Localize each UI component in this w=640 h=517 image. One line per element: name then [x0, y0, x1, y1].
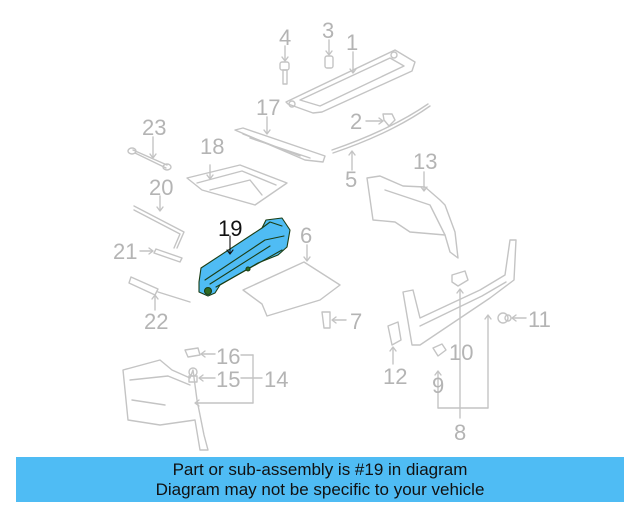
- callout-19[interactable]: 19: [218, 216, 243, 241]
- banner-line-part: Part or sub-assembly is #19 in diagram: [172, 459, 468, 479]
- callout-9[interactable]: 9: [432, 373, 445, 398]
- part-19-jack[interactable]: [198, 217, 291, 297]
- part-21-pin: [139, 247, 183, 263]
- part-8-sill: [402, 239, 517, 419]
- part-15-clip: [188, 367, 216, 383]
- callout-16[interactable]: 16: [216, 344, 241, 369]
- callout-8[interactable]: 8: [454, 420, 467, 445]
- part-3-clip: [324, 39, 334, 69]
- callout-2[interactable]: 2: [350, 109, 363, 134]
- callout-10[interactable]: 10: [449, 340, 474, 365]
- part-16-clip: [184, 347, 216, 358]
- callout-13[interactable]: 13: [413, 149, 438, 174]
- part-6-mat: [242, 244, 341, 317]
- part-17-panel: [234, 116, 326, 163]
- part-11-grommet: [497, 312, 527, 324]
- part-14-side-trim: [122, 354, 263, 451]
- callout-5[interactable]: 5: [345, 167, 358, 192]
- callout-12[interactable]: 12: [383, 364, 408, 389]
- part-1-shelf: [285, 49, 416, 114]
- part-12-cover: [387, 321, 402, 365]
- part-4-fastener: [279, 45, 290, 85]
- callout-7[interactable]: 7: [350, 309, 363, 334]
- callout-23[interactable]: 23: [142, 115, 167, 140]
- part-22-screwdriver: [128, 276, 191, 311]
- callout-20[interactable]: 20: [149, 175, 174, 200]
- callout-11[interactable]: 11: [528, 307, 551, 332]
- part-5-strip: [331, 103, 431, 171]
- info-banner: Part or sub-assembly is #19 in diagram D…: [16, 457, 624, 502]
- part-10-clip: [451, 270, 469, 287]
- callout-1[interactable]: 1: [346, 30, 359, 55]
- callout-15[interactable]: 15: [216, 367, 241, 392]
- callout-22[interactable]: 22: [144, 309, 169, 334]
- callout-4[interactable]: 4: [279, 25, 292, 50]
- banner-line-disclaimer: Diagram may not be specific to your vehi…: [155, 479, 485, 499]
- part-2-clip: [365, 113, 396, 127]
- callout-14[interactable]: 14: [264, 367, 289, 392]
- callout-18[interactable]: 18: [200, 134, 225, 159]
- part-18-tray: [186, 164, 288, 206]
- part-9-clip: [432, 343, 447, 357]
- part-7-clip: [321, 311, 347, 329]
- part-23-wrench: [127, 136, 172, 171]
- callout-3[interactable]: 3: [322, 18, 335, 43]
- callout-17[interactable]: 17: [256, 95, 281, 120]
- callout-6[interactable]: 6: [300, 223, 313, 248]
- part-20-lug-wrench: [133, 195, 185, 249]
- part-13-bracket: [366, 171, 459, 259]
- callout-21[interactable]: 21: [113, 239, 138, 264]
